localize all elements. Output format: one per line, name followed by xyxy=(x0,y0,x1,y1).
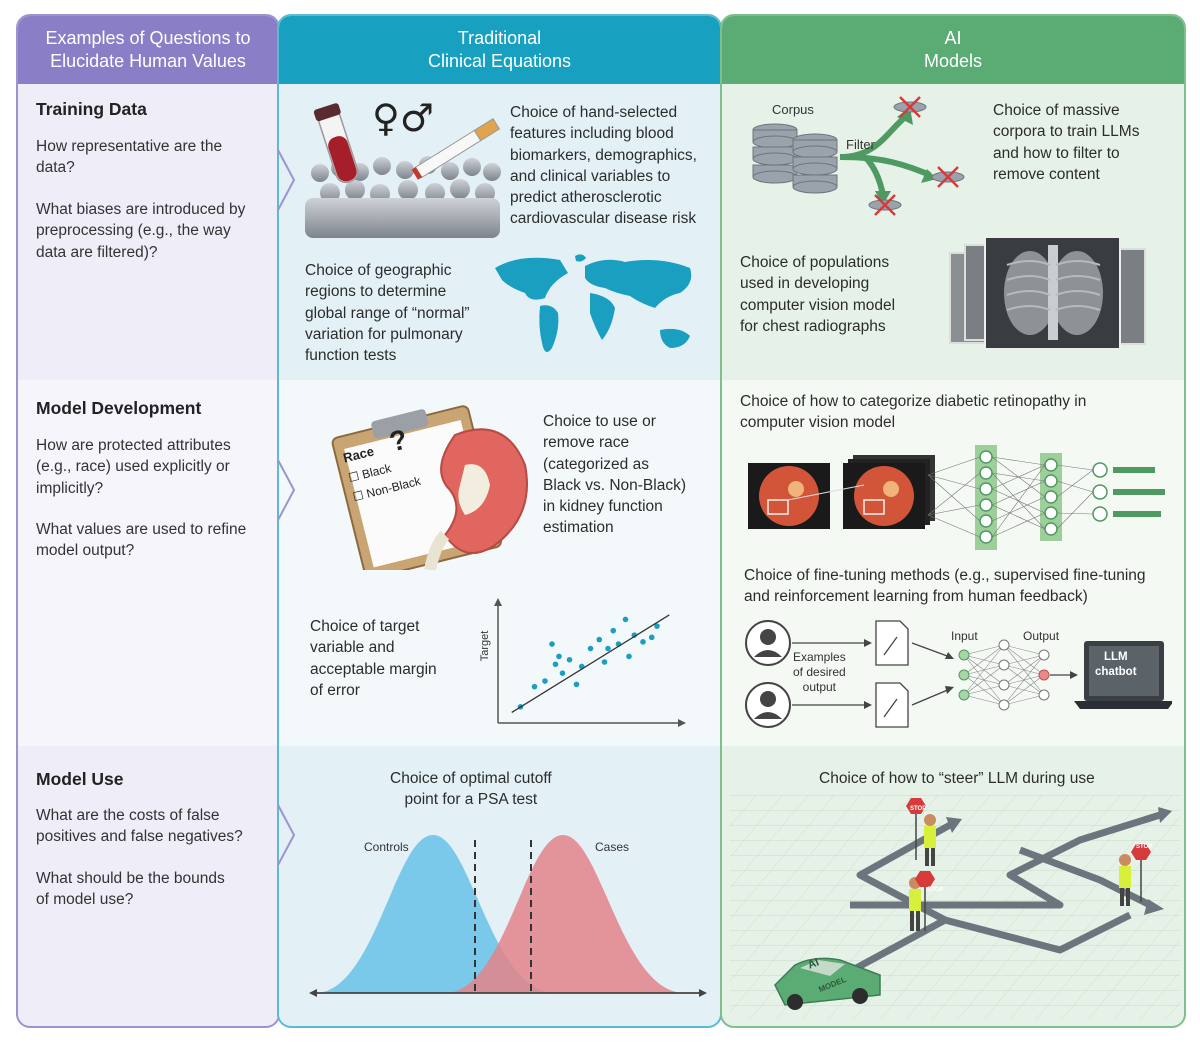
sex-symbols: ♀♂ xyxy=(372,96,434,140)
fine-tuning-diagram xyxy=(745,620,1172,728)
cases-curve xyxy=(445,835,685,993)
scatter-point-15 xyxy=(622,616,629,623)
chest-radiographs xyxy=(949,236,1146,350)
output-label: Output xyxy=(1023,629,1060,643)
crowd-illustration xyxy=(305,103,501,238)
psa-axis-right-arrow xyxy=(699,989,707,997)
development-ai2: Choice of fine-tuning methods (e.g., sup… xyxy=(744,567,1146,606)
questions-panel: Examples of Questions to Elucidate Human… xyxy=(16,14,280,1028)
scatter-point-11 xyxy=(601,659,608,665)
use-q2: What should be the bounds of model use? xyxy=(36,870,225,909)
training-title: Training Data xyxy=(36,99,147,119)
stop-sign-2: STOP xyxy=(927,887,944,893)
examples-label: Examples of desired output xyxy=(793,650,846,694)
training-ai2: Choice of populations used in developing… xyxy=(740,254,896,335)
training-q2: What biases are introduced by preprocess… xyxy=(36,201,246,261)
scatter-point-12 xyxy=(605,645,611,652)
questions-header: Examples of Questions to Elucidate Human… xyxy=(18,16,278,84)
world-map xyxy=(495,254,692,352)
fit-line xyxy=(511,614,670,713)
use-title: Model Use xyxy=(36,769,124,789)
scatter-point-16 xyxy=(626,653,632,660)
scatter-point-13 xyxy=(610,627,617,634)
use-q1: What are the costs of false positives an… xyxy=(36,807,243,846)
scatter-point-4 xyxy=(556,653,562,660)
llm-steering-road xyxy=(730,795,1180,1020)
ai-header: AI Models xyxy=(722,16,1184,84)
llm-chatbot-label: LLM chatbot xyxy=(1095,651,1137,678)
training-trad1: Choice of hand-selected features includi… xyxy=(510,104,697,228)
development-q1: How are protected attributes (e.g., race… xyxy=(36,437,231,497)
use-trad1: Choice of optimal cutoff point for a PSA… xyxy=(390,770,552,809)
psa-axis-left-arrow xyxy=(309,989,317,997)
corpus-label: Corpus xyxy=(772,102,814,117)
scatter-point-5 xyxy=(559,670,566,676)
row-stripe-dev xyxy=(18,380,278,746)
scatter-point-7 xyxy=(573,681,580,688)
training-q1: How representative are the data? xyxy=(36,138,223,177)
corpus-filter-diagram xyxy=(752,96,965,216)
target-scatter-plot: Target xyxy=(479,598,686,727)
stop-sign-1: STOP xyxy=(910,806,927,812)
scatter-point-2 xyxy=(542,678,548,684)
race-clipboard xyxy=(331,405,528,570)
scatter-point-21 xyxy=(549,641,555,647)
input-label: Input xyxy=(951,629,978,643)
retinopathy-network xyxy=(748,445,1165,550)
target-axis-label: Target xyxy=(479,631,491,662)
training-ai1: Choice of massive corpora to train LLMs … xyxy=(993,102,1140,183)
scatter-point-20 xyxy=(654,623,660,629)
development-title: Model Development xyxy=(36,398,202,418)
psa-distributions xyxy=(309,835,707,997)
development-q2: What values are used to refine model out… xyxy=(36,521,247,560)
stop-sign-3: STOP xyxy=(1136,844,1153,850)
filter-label: Filter xyxy=(846,137,875,152)
development-trad1: Choice to use or remove race (categorize… xyxy=(543,413,686,537)
scatter-point-19 xyxy=(648,634,655,641)
scatter-point-10 xyxy=(596,636,603,643)
traditional-header: Traditional Clinical Equations xyxy=(279,16,720,84)
scatter-point-17 xyxy=(631,632,638,638)
cases-label: Cases xyxy=(595,840,630,854)
scatter-point-18 xyxy=(640,639,646,645)
development-trad2: Choice of target variable and acceptable… xyxy=(310,618,437,699)
use-ai1: Choice of how to “steer” LLM during use xyxy=(819,770,1095,787)
development-ai1: Choice of how to categorize diabetic ret… xyxy=(740,393,1087,432)
controls-label: Controls xyxy=(364,840,409,854)
x-axis-arrow xyxy=(678,719,686,727)
row-arrows xyxy=(277,149,296,866)
scatter-point-3 xyxy=(552,661,559,668)
scatter-point-9 xyxy=(587,645,594,652)
y-axis-arrow xyxy=(494,598,502,606)
scatter-point-6 xyxy=(566,656,573,663)
scatter-point-1 xyxy=(531,683,538,690)
training-trad2: Choice of geographic regions to determin… xyxy=(305,262,470,365)
